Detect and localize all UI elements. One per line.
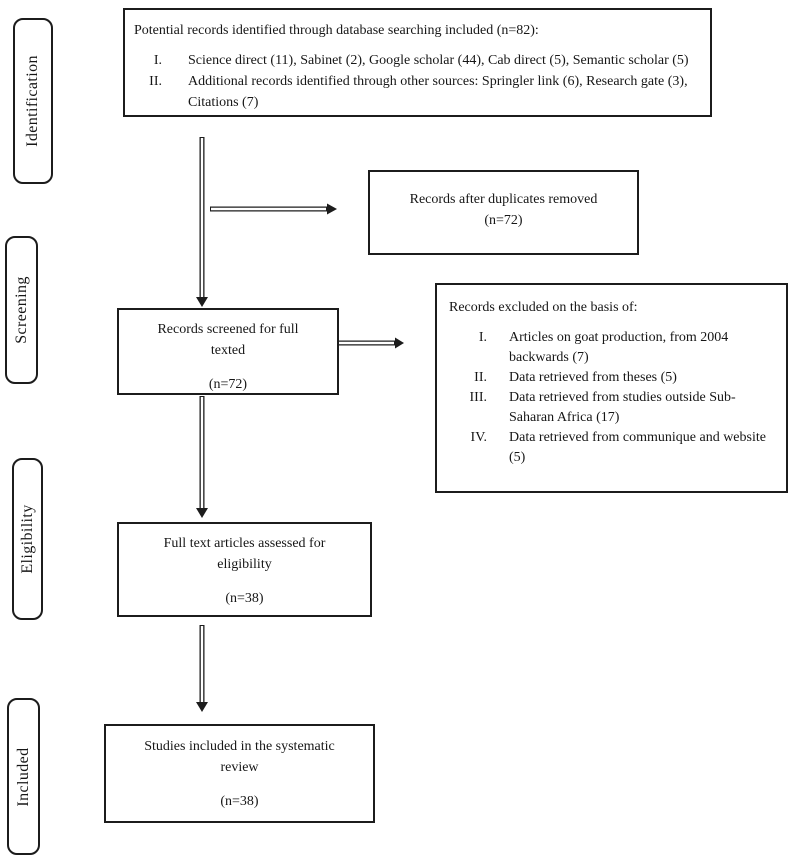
list-item-numeral: I. <box>478 330 487 345</box>
stage-eligibility-label: Eligibility <box>18 504 36 574</box>
studies-included-count: (n=38) <box>220 794 259 809</box>
box-records-excluded: Records excluded on the basis of: I. Art… <box>435 283 788 493</box>
arrow-screened-to-fulltext <box>196 396 208 518</box>
arrow-to-duplicates-removed <box>210 203 337 215</box>
records-excluded-intro: Records excluded on the basis of: <box>449 300 638 315</box>
box-duplicates-removed: Records after duplicates removed (n=72) <box>368 170 639 255</box>
arrow-fulltext-to-included <box>196 625 208 712</box>
list-item-numeral: IV. <box>470 430 487 445</box>
list-item-text: Data retrieved from communique and websi… <box>509 430 766 465</box>
list-item-numeral: II. <box>474 370 487 385</box>
list-item: III. Data retrieved from studies outside… <box>449 388 774 428</box>
list-item: II. Additional records identified throug… <box>134 71 698 113</box>
stage-included: Included <box>7 698 40 855</box>
fulltext-assessed-title: Full text articles assessed for eligibil… <box>163 536 326 572</box>
stage-identification: Identification <box>13 18 53 184</box>
stage-identification-label: Identification <box>24 55 41 147</box>
stage-eligibility: Eligibility <box>12 458 43 620</box>
records-excluded-list: I. Articles on goat production, from 200… <box>449 328 774 468</box>
list-item: I. Articles on goat production, from 200… <box>449 328 774 368</box>
records-screened-title: Records screened for full texted <box>157 322 299 358</box>
records-screened-count: (n=72) <box>208 377 248 392</box>
records-identified-list: I. Science direct (11), Sabinet (2), Goo… <box>134 50 698 113</box>
box-studies-included: Studies included in the systematic revie… <box>104 724 375 823</box>
arrow-identified-to-screened <box>196 137 208 307</box>
fulltext-assessed-count: (n=38) <box>225 591 264 606</box>
list-item-numeral: I. <box>153 53 162 68</box>
arrow-screened-to-excluded <box>335 337 404 349</box>
studies-included-title: Studies included in the systematic revie… <box>144 739 335 775</box>
box-records-screened: Records screened for full texted (n=72) <box>117 308 339 395</box>
list-item-text: Additional records identified through ot… <box>188 74 688 110</box>
box-fulltext-assessed: Full text articles assessed for eligibil… <box>117 522 372 617</box>
stage-screening: Screening <box>5 236 38 384</box>
list-item-text: Data retrieved from theses (5) <box>509 370 677 385</box>
list-item: I. Science direct (11), Sabinet (2), Goo… <box>134 50 698 71</box>
list-item-numeral: II. <box>149 74 162 89</box>
list-item: II. Data retrieved from theses (5) <box>449 368 774 388</box>
list-item-text: Science direct (11), Sabinet (2), Google… <box>188 53 689 68</box>
stage-included-label: Included <box>14 746 32 807</box>
duplicates-removed-count: (n=72) <box>484 213 523 228</box>
box-records-identified: Potential records identified through dat… <box>123 8 712 117</box>
records-identified-intro: Potential records identified through dat… <box>134 23 539 38</box>
list-item-numeral: III. <box>469 390 488 405</box>
list-item-text: Articles on goat production, from 2004 b… <box>509 330 729 365</box>
list-item: IV. Data retrieved from communique and w… <box>449 428 774 468</box>
list-item-text: Data retrieved from studies outside Sub-… <box>509 390 736 425</box>
stage-screening-label: Screening <box>12 276 30 344</box>
duplicates-removed-title: Records after duplicates removed <box>409 192 598 207</box>
